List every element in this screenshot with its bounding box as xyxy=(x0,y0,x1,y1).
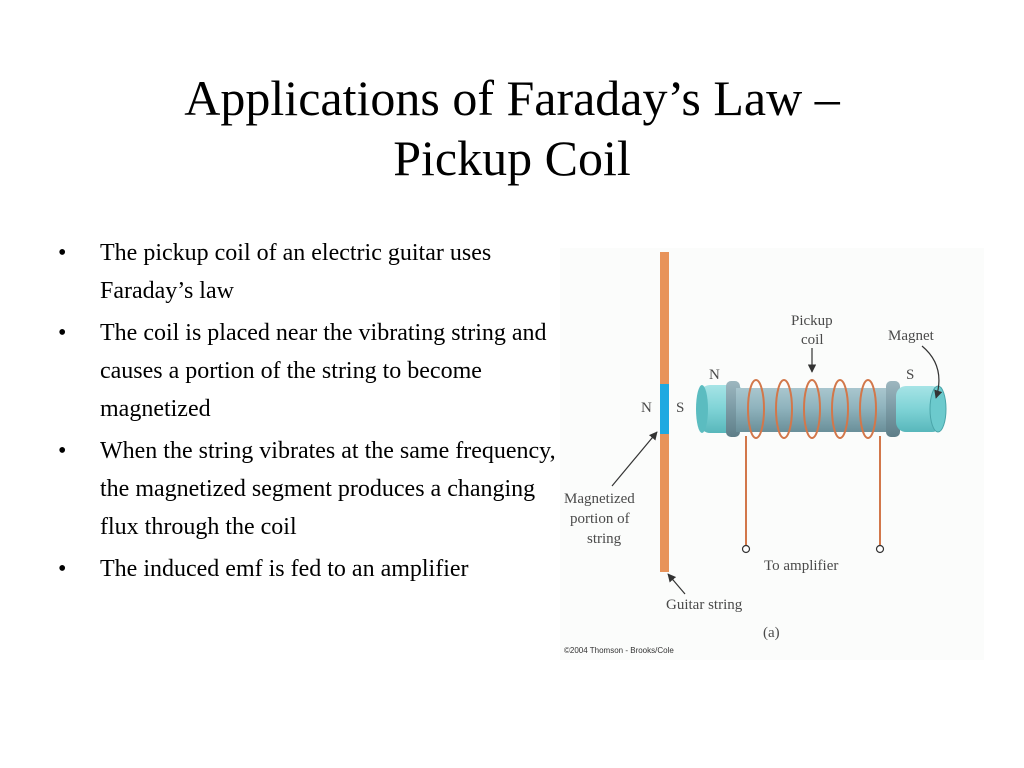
panel-label: (a) xyxy=(763,625,780,641)
coil-windings xyxy=(747,379,877,439)
bullet-dot: • xyxy=(58,438,67,464)
magnet-arrow-icon xyxy=(921,345,943,399)
terminal-right-icon xyxy=(875,544,885,554)
magnet-body xyxy=(736,388,890,432)
pickup-coil-figure: N S N S Pickup coil Magnet xyxy=(560,248,984,660)
bullet-text: When the string vibrates at the same fre… xyxy=(100,438,556,540)
bullet-list: • The pickup coil of an electric guitar … xyxy=(58,234,558,592)
bullet-dot: • xyxy=(58,556,67,582)
magnetized-label-line-1: Magnetized xyxy=(564,491,635,507)
slide-title-line-2: Pickup Coil xyxy=(393,130,631,186)
bullet-item: • The induced emf is fed to an amplifier xyxy=(58,550,558,588)
bullet-item: • The pickup coil of an electric guitar … xyxy=(58,234,558,310)
magnet-south-label: S xyxy=(906,367,914,383)
magnetized-segment xyxy=(660,384,669,434)
bullet-item: • When the string vibrates at the same f… xyxy=(58,432,558,546)
guitar-string xyxy=(660,252,669,386)
pickup-label-line-1: Pickup xyxy=(791,313,833,329)
magnet-north-label: N xyxy=(709,367,720,383)
string-north-label: N xyxy=(641,400,652,416)
bullet-text: The pickup coil of an electric guitar us… xyxy=(100,240,492,304)
magnet-label: Magnet xyxy=(888,328,935,344)
guitar-string-label: Guitar string xyxy=(666,597,743,613)
magnet-south-end xyxy=(896,386,942,432)
string-south-label: S xyxy=(676,400,684,416)
pickup-coil-diagram: N S N S Pickup coil Magnet xyxy=(564,252,947,655)
amplifier-label: To amplifier xyxy=(764,558,838,574)
guitar-string-lower xyxy=(660,434,669,572)
terminal-left-icon xyxy=(741,544,751,554)
magnetized-label-line-2: portion of xyxy=(570,511,630,527)
magnetized-arrow-icon xyxy=(611,431,658,487)
bullet-text: The induced emf is fed to an amplifier xyxy=(100,556,469,582)
bullet-item: • The coil is placed near the vibrating … xyxy=(58,314,558,428)
slide-title-line-1: Applications of Faraday’s Law – xyxy=(184,70,840,126)
magnet-north-face xyxy=(696,385,708,433)
copyright-text: ©2004 Thomson - Brooks/Cole xyxy=(564,646,674,655)
slide-title: Applications of Faraday’s Law – Pickup C… xyxy=(40,68,984,188)
magnetized-label-line-3: string xyxy=(587,531,622,547)
bullet-dot: • xyxy=(58,320,67,346)
pickup-label-line-2: coil xyxy=(801,332,824,348)
bullet-text: The coil is placed near the vibrating st… xyxy=(100,320,547,422)
bullet-dot: • xyxy=(58,240,67,266)
guitar-string-arrow-icon xyxy=(667,573,686,595)
